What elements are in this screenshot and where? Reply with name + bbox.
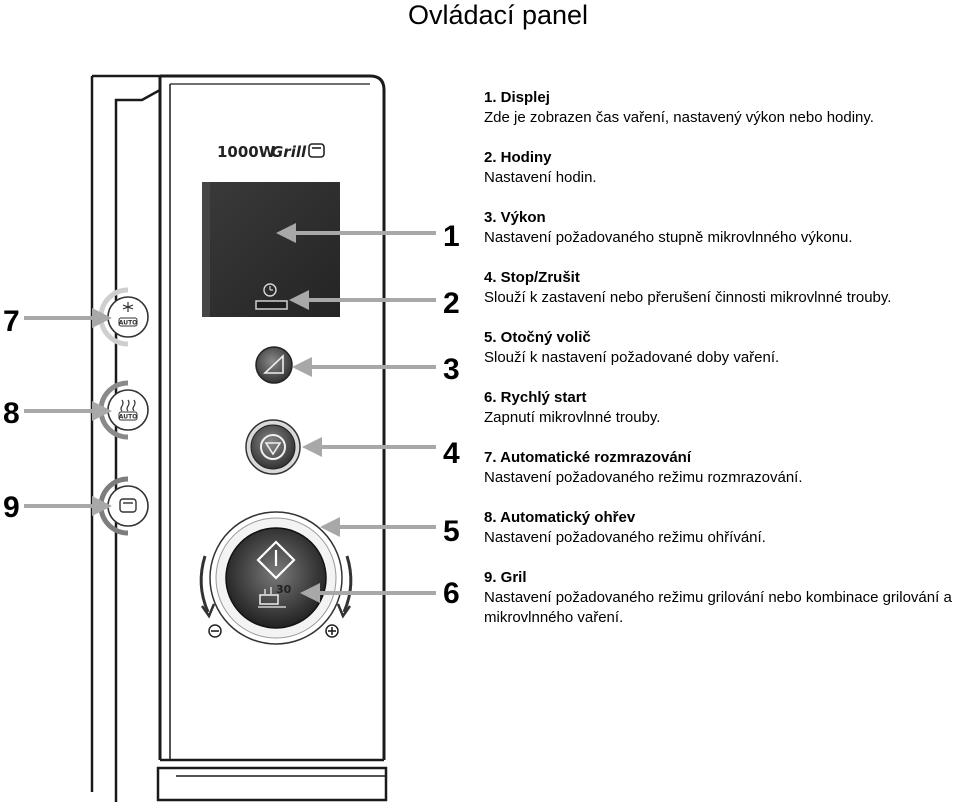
legend-title: 2. Hodiny [484, 149, 552, 166]
legend-desc: Slouží k nastavení požadované doby vařen… [484, 349, 780, 366]
legend: 1. Displej Zde je zobrazen čas vaření, n… [484, 88, 960, 628]
legend-title: 6. Rychlý start [484, 389, 587, 406]
panel-frame [90, 74, 388, 802]
callout-2: 2 [443, 287, 460, 320]
legend-item-dial: 5. Otočný volič Slouží k nastavení požad… [484, 328, 960, 388]
legend-title: 1. Displej [484, 89, 550, 106]
display [202, 182, 340, 317]
legend-desc: Zde je zobrazen čas vaření, nastavený vý… [484, 109, 874, 126]
clock-icon [263, 283, 277, 297]
brand-power-text: 1000W [217, 143, 276, 161]
callout-6: 6 [443, 577, 460, 610]
defrost-auto-text: AUTO [119, 320, 138, 327]
legend-item-auto-defrost: 7. Automatické rozmrazování Nastavení po… [484, 448, 960, 508]
legend-desc: Nastavení požadovaného režimu grilování … [484, 589, 952, 626]
callout-9: 9 [3, 491, 20, 524]
rotary-dial[interactable]: 30 [209, 511, 343, 645]
stop-cancel-button[interactable] [245, 419, 301, 475]
power-level-icon [262, 354, 284, 374]
callout-3: 3 [443, 353, 460, 386]
minus-icon [208, 624, 222, 638]
oven-icon [308, 143, 325, 158]
legend-item-display: 1. Displej Zde je zobrazen čas vaření, n… [484, 88, 960, 148]
legend-title: 4. Stop/Zrušit [484, 269, 580, 286]
legend-title: 5. Otočný volič [484, 329, 591, 346]
legend-desc: Zapnutí mikrovlnné trouby. [484, 409, 661, 426]
power-button[interactable] [255, 346, 293, 384]
steam-icon [120, 399, 136, 412]
dial-rotation-arrows [199, 555, 353, 619]
callout-8: 8 [3, 397, 20, 430]
legend-desc: Slouží k zastavení nebo přerušení činnos… [484, 289, 892, 306]
page-title: Ovládací panel [407, 0, 589, 30]
legend-desc: Nastavení požadovaného stupně mikrovlnné… [484, 229, 853, 246]
legend-item-auto-reheat: 8. Automatický ohřev Nastavení požadovan… [484, 508, 960, 568]
legend-title: 9. Gril [484, 569, 527, 586]
legend-item-grill: 9. Gril Nastavení požadovaného režimu gr… [484, 568, 960, 628]
legend-item-power: 3. Výkon Nastavení požadovaného stupně m… [484, 208, 960, 268]
plus-icon [325, 624, 339, 638]
callout-1: 1 [443, 220, 460, 253]
clock-button[interactable] [255, 283, 288, 310]
grill-icon [119, 498, 137, 513]
legend-title: 7. Automatické rozmrazování [484, 449, 692, 466]
callout-7: 7 [3, 305, 20, 338]
callout-arrows [24, 223, 436, 603]
quick-start-button[interactable]: 30 [256, 540, 296, 608]
snowflake-icon [122, 302, 134, 312]
legend-title: 3. Výkon [484, 209, 546, 226]
legend-desc: Nastavení požadovaného režimu rozmrazová… [484, 469, 803, 486]
legend-desc: Nastavení požadovaného režimu ohřívání. [484, 529, 766, 546]
brand-label: 1000W Grill [217, 143, 325, 161]
reheat-auto-text: AUTO [119, 414, 138, 421]
legend-item-clock: 2. Hodiny Nastavení hodin. [484, 148, 960, 208]
legend-item-stop: 4. Stop/Zrušit Slouží k zastavení nebo p… [484, 268, 960, 328]
legend-title: 8. Automatický ohřev [484, 509, 636, 526]
callout-4: 4 [443, 437, 460, 470]
stop-icon [260, 434, 286, 460]
callout-numbers: 1 2 3 4 5 6 7 8 9 [3, 220, 460, 610]
legend-desc: Nastavení hodin. [484, 169, 597, 186]
start-cup-icon [259, 594, 279, 605]
quick-start-number: 30 [276, 583, 292, 596]
callout-5: 5 [443, 515, 460, 548]
brand-grill-text: Grill [271, 143, 307, 161]
legend-item-quick-start: 6. Rychlý start Zapnutí mikrovlnné troub… [484, 388, 960, 448]
